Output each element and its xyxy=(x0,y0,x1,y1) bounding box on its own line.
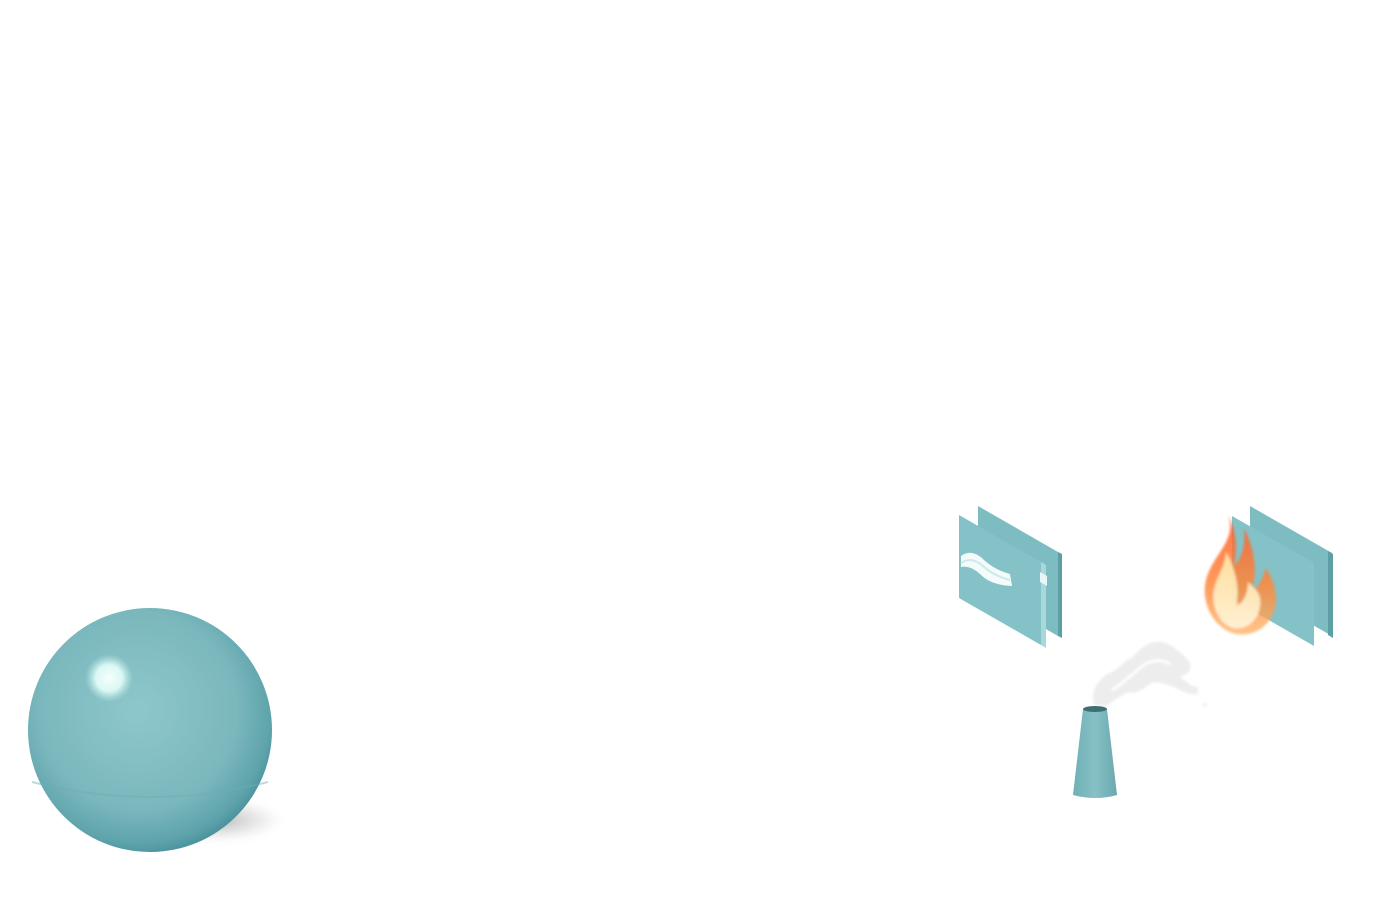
sphere-icon xyxy=(28,608,283,852)
fire-panel-back-edge xyxy=(1328,551,1333,638)
panel-back-edge xyxy=(1058,552,1062,638)
fire-panel-front xyxy=(1232,516,1314,646)
sphere-body xyxy=(28,608,272,852)
smoke-detail xyxy=(1111,659,1171,692)
duct-shape-highlight xyxy=(960,559,1011,581)
duct-opening xyxy=(1040,572,1047,586)
panel-with-fire-icon xyxy=(1204,506,1333,646)
smoke-plume xyxy=(1093,641,1207,707)
smokestack-body xyxy=(1073,709,1117,798)
smokestack-top xyxy=(1083,706,1107,712)
flame-icon xyxy=(1204,515,1276,635)
panel-with-duct-icon xyxy=(959,506,1062,648)
sphere-reflection-band xyxy=(31,781,269,798)
smoke-puff-small xyxy=(1203,703,1207,707)
sphere-highlight xyxy=(85,654,133,702)
flame-inner xyxy=(1213,552,1261,629)
smokestack-icon xyxy=(1073,641,1207,798)
smoke-puff xyxy=(1190,686,1198,694)
smoke-body xyxy=(1093,641,1199,706)
